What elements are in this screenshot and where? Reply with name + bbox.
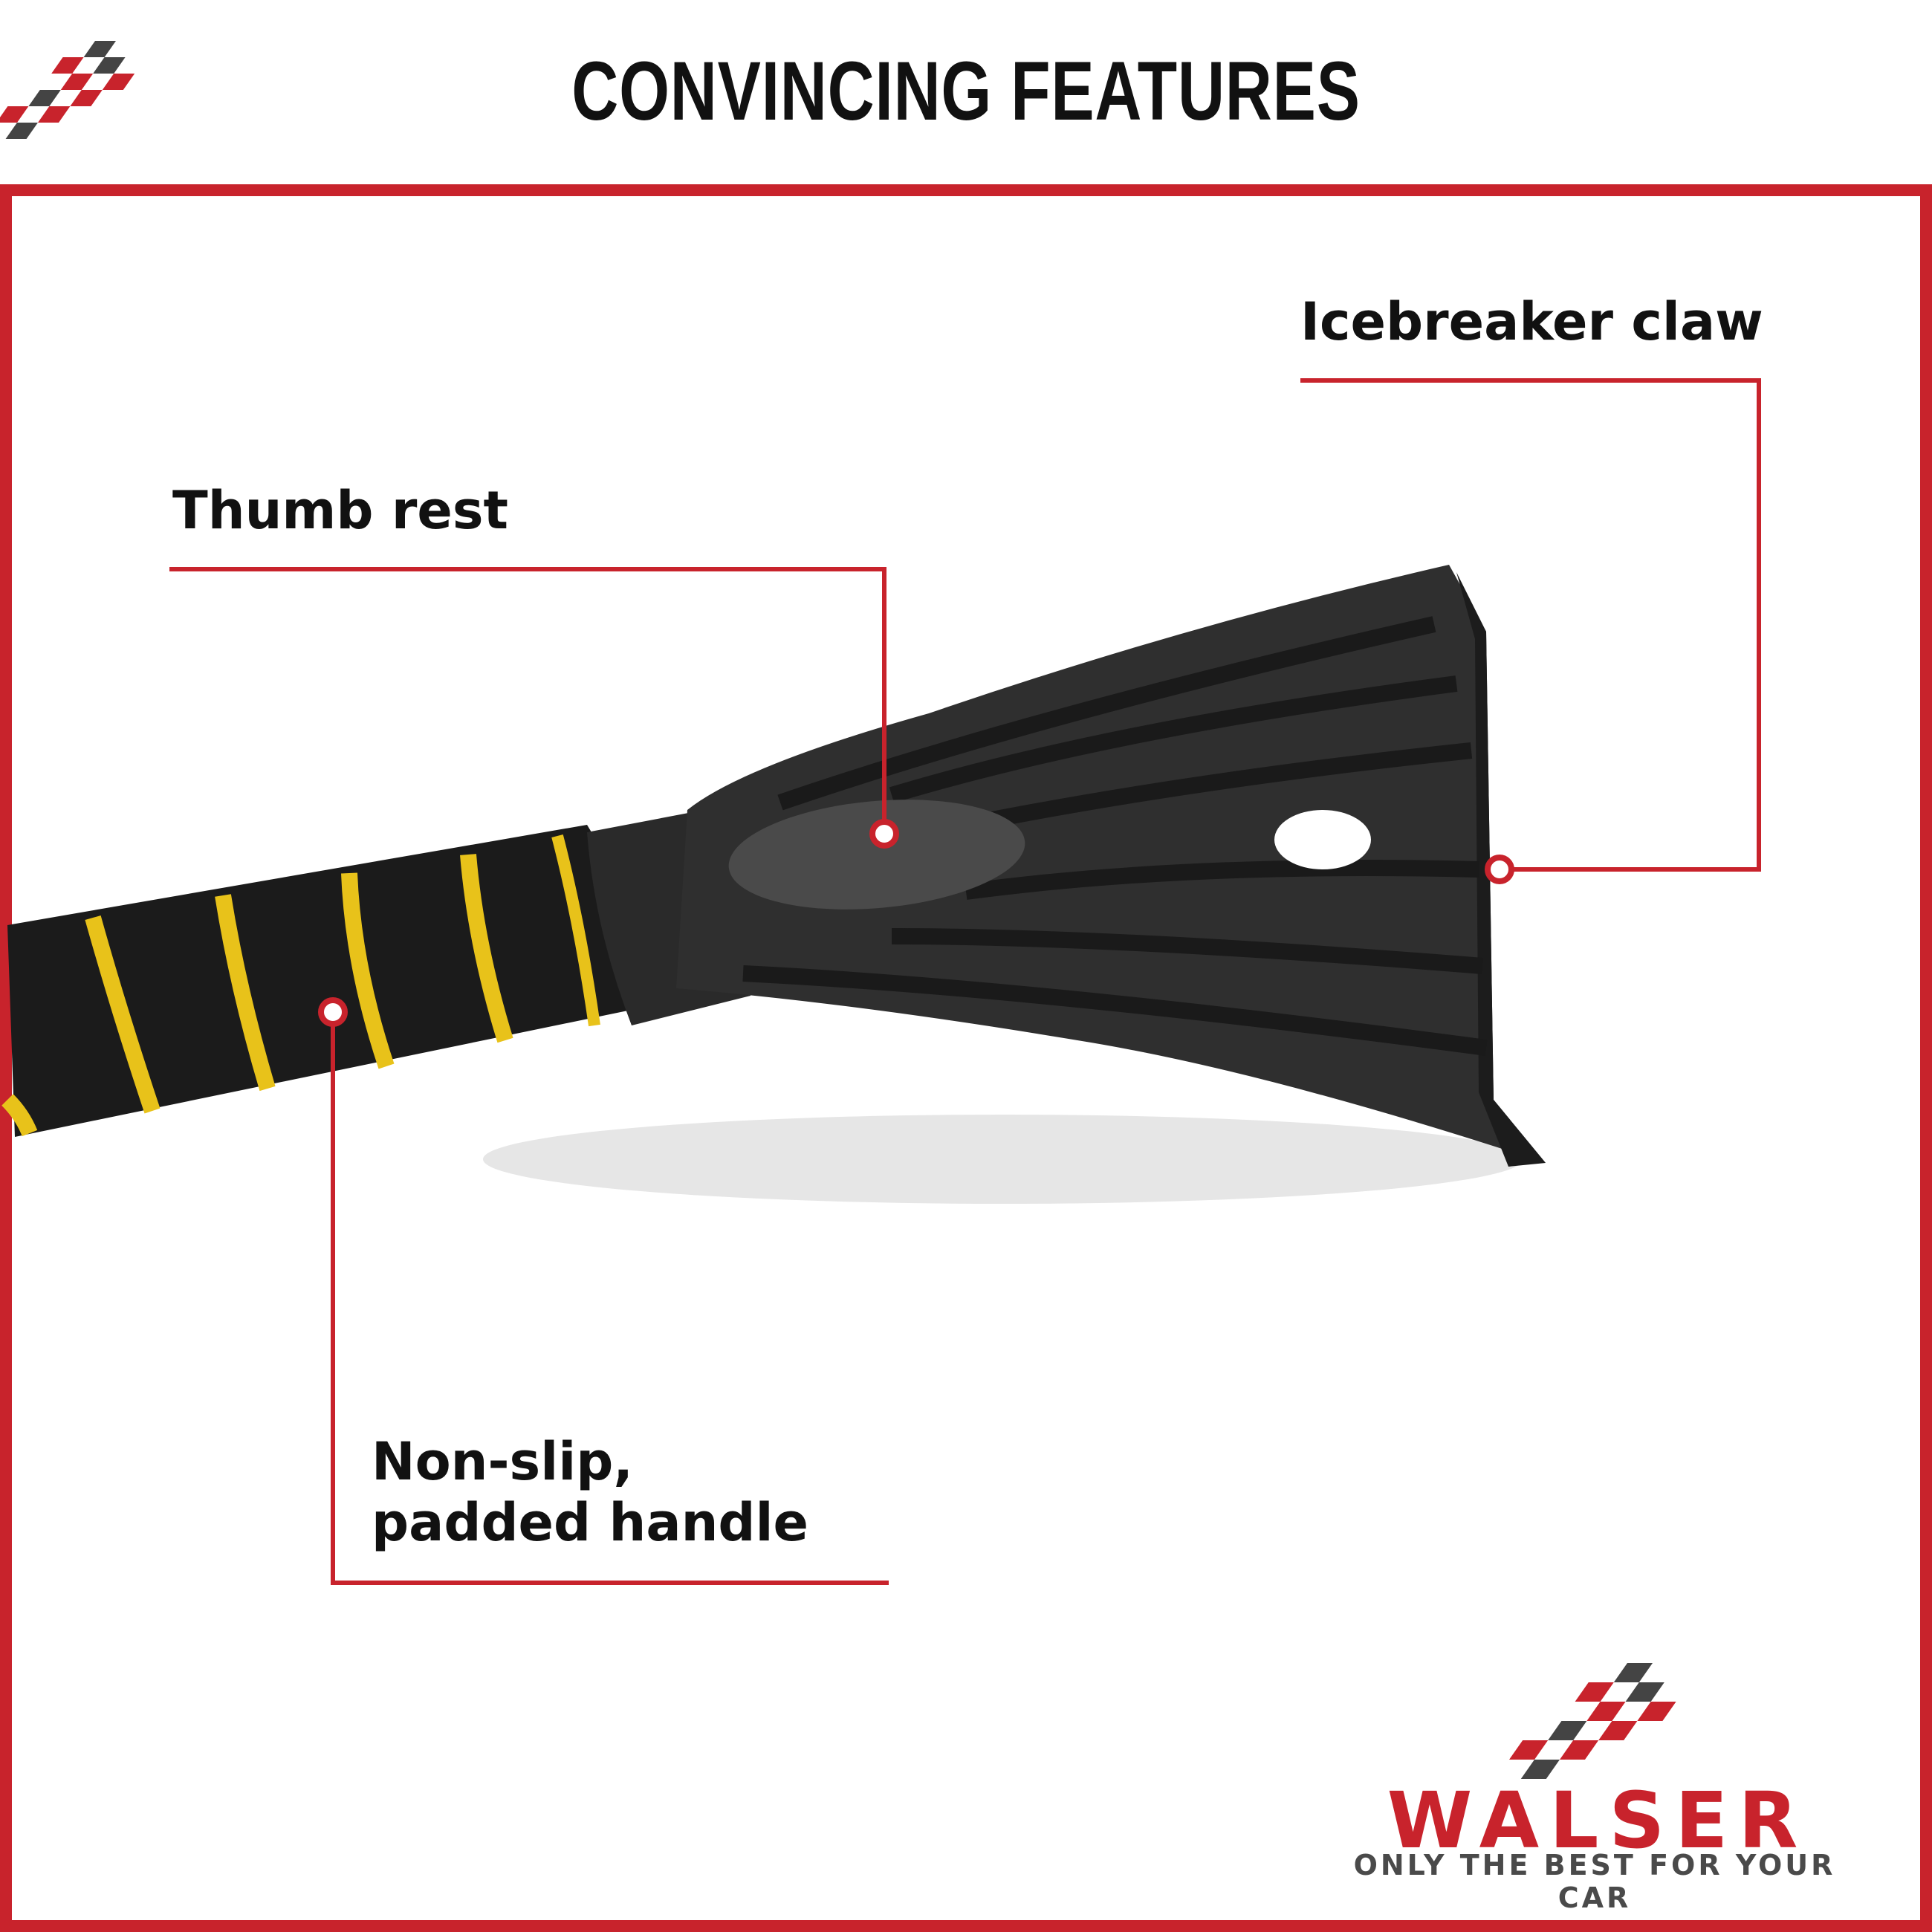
padded-handle bbox=[1, 825, 628, 1137]
handle-label-line1: Non-slip, bbox=[372, 1431, 633, 1492]
page-title: CONVINCING FEATURES bbox=[571, 45, 1361, 137]
thumb-rest-label: Thumb rest bbox=[172, 480, 508, 541]
hang-hole bbox=[1274, 810, 1371, 869]
icebreaker-claw-label: Icebreaker claw bbox=[1300, 291, 1763, 352]
thumb-rest-pad bbox=[728, 800, 1025, 910]
scraper-blade bbox=[676, 565, 1546, 1167]
callout-lines bbox=[169, 378, 1761, 1585]
handle-label-line2: padded handle bbox=[372, 1492, 808, 1553]
callout-dots bbox=[318, 819, 1514, 1027]
checkered-flag-icon-brand bbox=[1508, 1663, 1676, 1779]
product-shadow bbox=[483, 1115, 1523, 1204]
checkered-flag-icon-header bbox=[0, 41, 135, 139]
brand-tagline: ONLY THE BEST FOR YOUR CAR bbox=[1353, 1849, 1836, 1914]
brand-logo-wordmark: WALSER bbox=[1387, 1775, 1809, 1866]
